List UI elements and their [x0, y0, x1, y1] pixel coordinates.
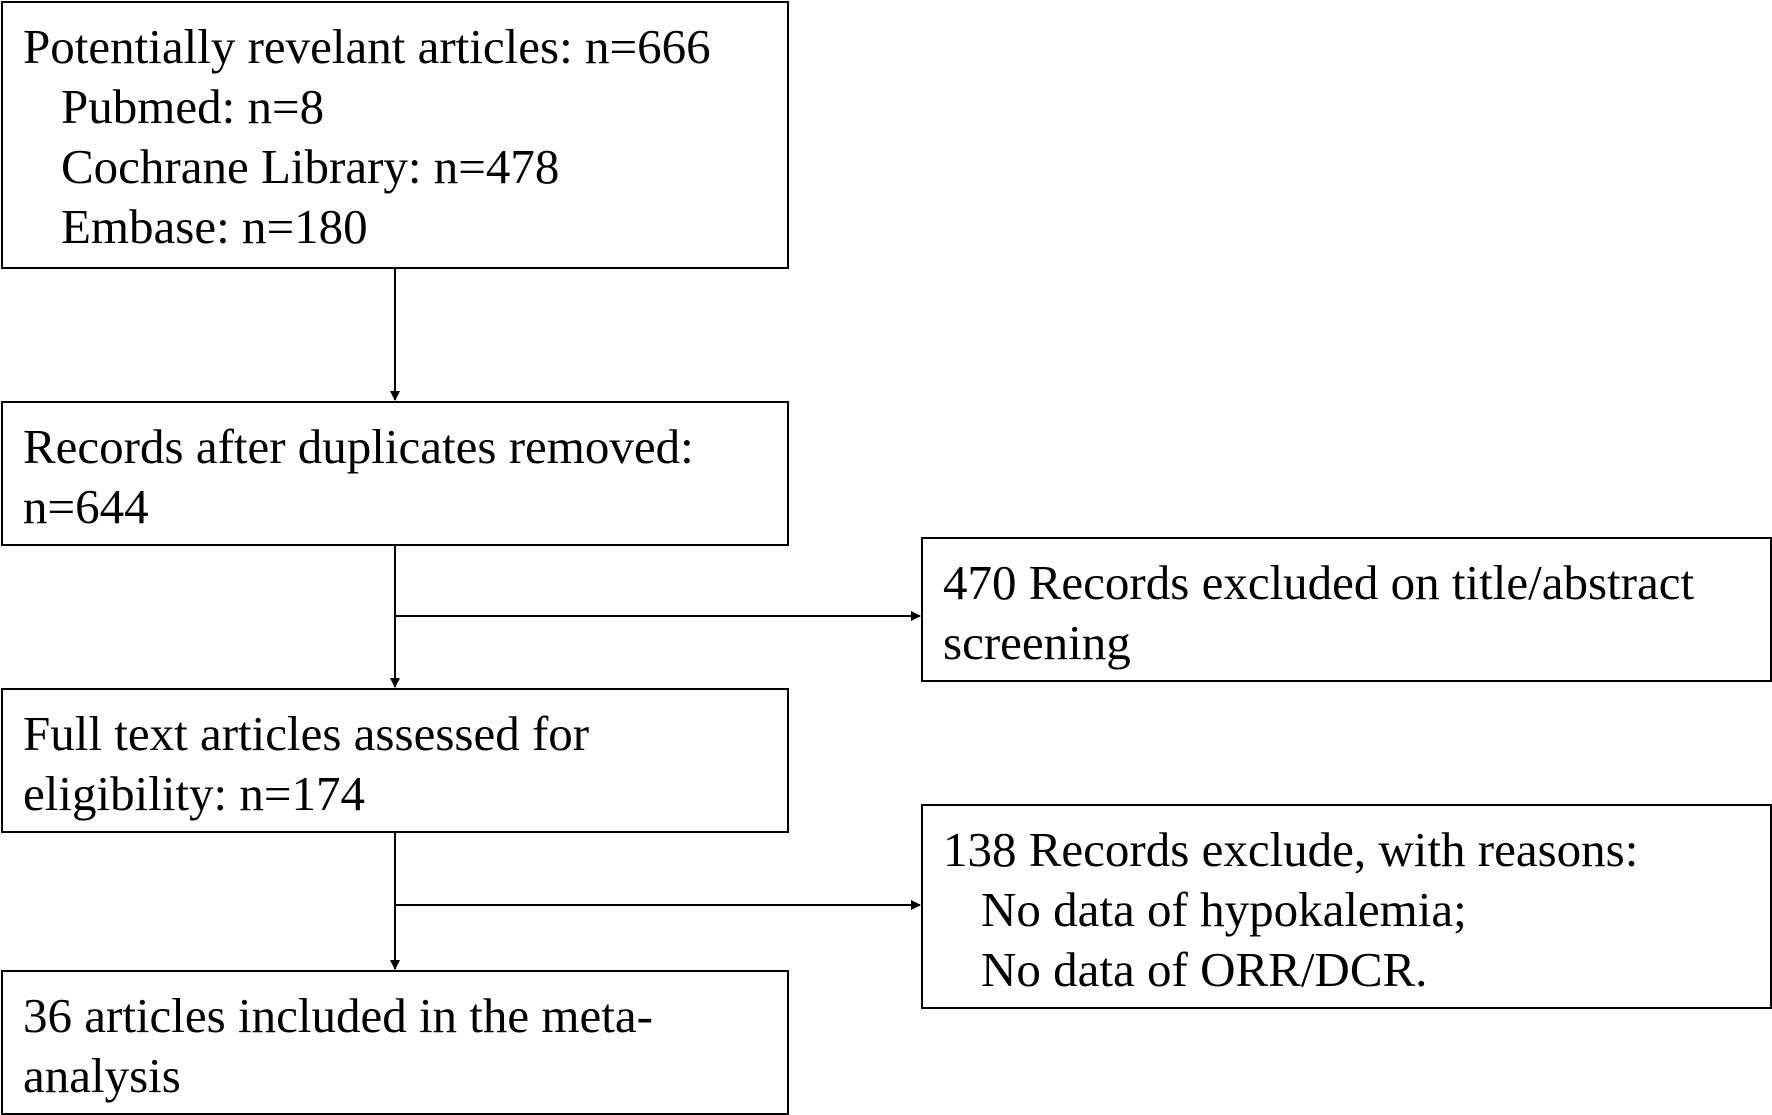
- source-embase: Embase: n=180: [61, 199, 368, 254]
- excluded-reasons-box: 138 Records exclude, with reasons: No da…: [921, 804, 1772, 1009]
- deduplicated-line-1: Records after duplicates removed:: [23, 419, 694, 474]
- source-cochrane: Cochrane Library: n=478: [61, 139, 560, 194]
- included-line-1: 36 articles included in the meta-: [23, 988, 653, 1043]
- excluded-title-line-1: 470 Records excluded on title/abstract: [943, 555, 1695, 610]
- deduplicated-line-2: n=644: [23, 479, 149, 534]
- deduplicated-box: Records after duplicates removed: n=644: [1, 401, 789, 546]
- excluded-reasons-title: 138 Records exclude, with reasons:: [943, 822, 1639, 877]
- fulltext-line-1: Full text articles assessed for: [23, 706, 590, 761]
- included-line-2: analysis: [23, 1048, 181, 1103]
- identification-box: Potentially revelant articles: n=666 Pub…: [1, 1, 789, 269]
- source-pubmed: Pubmed: n=8: [61, 79, 325, 134]
- reason-orr-dcr: No data of ORR/DCR.: [981, 942, 1428, 997]
- fulltext-assessed-box: Full text articles assessed for eligibil…: [1, 688, 789, 833]
- excluded-title-line-2: screening: [943, 615, 1131, 670]
- included-box: 36 articles included in the meta- analys…: [1, 970, 789, 1115]
- excluded-title-abstract-box: 470 Records excluded on title/abstract s…: [921, 537, 1772, 682]
- fulltext-line-2: eligibility: n=174: [23, 766, 366, 821]
- identification-title: Potentially revelant articles: n=666: [23, 19, 711, 74]
- reason-hypokalemia: No data of hypokalemia;: [981, 882, 1467, 937]
